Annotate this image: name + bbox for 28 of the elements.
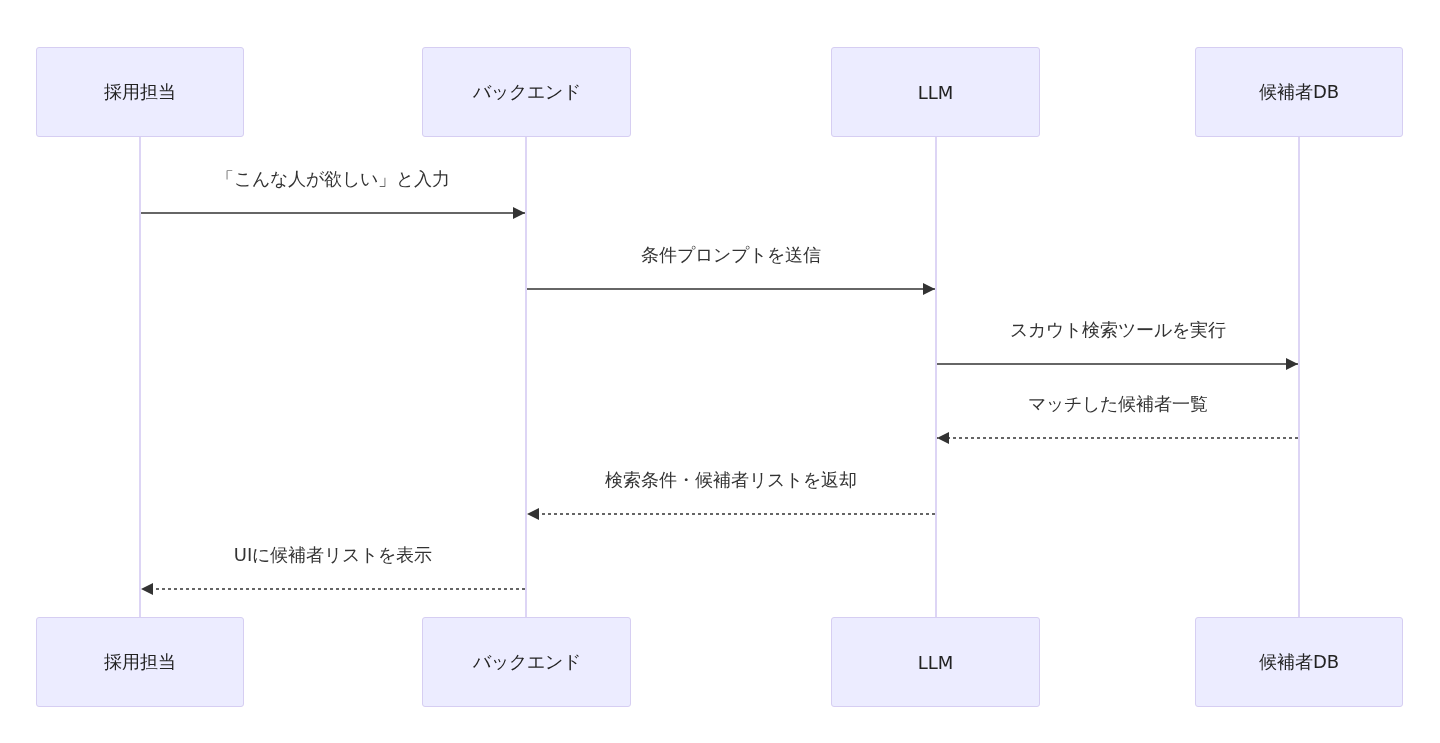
message-arrow [936, 432, 1299, 444]
message-arrow [936, 358, 1299, 370]
message-arrow [526, 508, 936, 520]
message-label: 検索条件・候補者リストを返却 [603, 468, 859, 492]
participant-box [831, 47, 1040, 137]
participant-box [36, 47, 244, 137]
participant-box [36, 617, 244, 707]
participant-name: バックエンド [472, 650, 581, 674]
participant-name: LLM [917, 651, 954, 673]
message-arrow [526, 283, 936, 295]
participant-name: 採用担当 [104, 650, 176, 674]
participant-name: LLM [917, 81, 954, 103]
lifeline [1298, 137, 1300, 617]
message-arrow [140, 207, 526, 219]
participant-box [831, 617, 1040, 707]
participant-box [422, 47, 631, 137]
lifeline [935, 137, 937, 617]
message-arrow [140, 583, 526, 595]
participant-name: バックエンド [472, 80, 581, 104]
participant-name: 候補者DB [1258, 650, 1340, 674]
participant-name: 候補者DB [1258, 80, 1340, 104]
participant-box [422, 617, 631, 707]
message-label: 条件プロンプトを送信 [639, 243, 823, 267]
participant-box [1195, 47, 1403, 137]
lifeline [525, 137, 527, 617]
lifeline [139, 137, 141, 617]
participant-name: 採用担当 [104, 80, 176, 104]
participant-box [1195, 617, 1403, 707]
